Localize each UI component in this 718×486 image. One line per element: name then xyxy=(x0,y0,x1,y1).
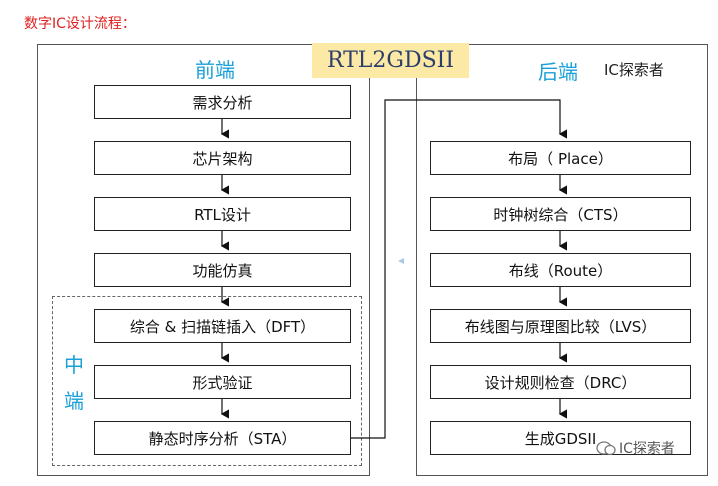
step-cts: 时钟树综合（CTS） xyxy=(430,197,691,231)
step-synthesis-dft: 综合 & 扫描链插入（DFT） xyxy=(94,309,351,343)
midend-label-bottom: 端 xyxy=(64,389,84,413)
step-sta: 静态时序分析（STA） xyxy=(94,421,351,455)
chat-bubble-icon xyxy=(596,441,616,456)
step-requirements: 需求分析 xyxy=(94,85,351,119)
page-title: 数字IC设计流程： xyxy=(24,16,136,32)
step-functional-sim: 功能仿真 xyxy=(94,253,351,287)
watermark: IC探索者 xyxy=(596,438,675,458)
backend-heading: 后端 xyxy=(538,60,578,84)
author-label: IC探索者 xyxy=(604,61,664,79)
step-drc: 设计规则检查（DRC） xyxy=(430,365,691,399)
step-gdsii: 生成GDSII xyxy=(430,421,691,455)
step-route: 布线（Route） xyxy=(430,253,691,287)
watermark-text: IC探索者 xyxy=(619,441,675,457)
step-lvs: 布线图与原理图比较（LVS） xyxy=(430,309,691,343)
rtl2gdsii-banner: RTL2GDSII xyxy=(312,43,469,78)
midend-label-top: 中 xyxy=(64,353,84,377)
frontend-heading: 前端 xyxy=(195,58,235,82)
step-rtl-design: RTL设计 xyxy=(94,197,351,231)
step-chip-architecture: 芯片架构 xyxy=(94,141,351,175)
midend-dashed-box xyxy=(52,296,362,466)
step-place: 布局（ Place） xyxy=(430,141,691,175)
step-formal-verification: 形式验证 xyxy=(94,365,351,399)
